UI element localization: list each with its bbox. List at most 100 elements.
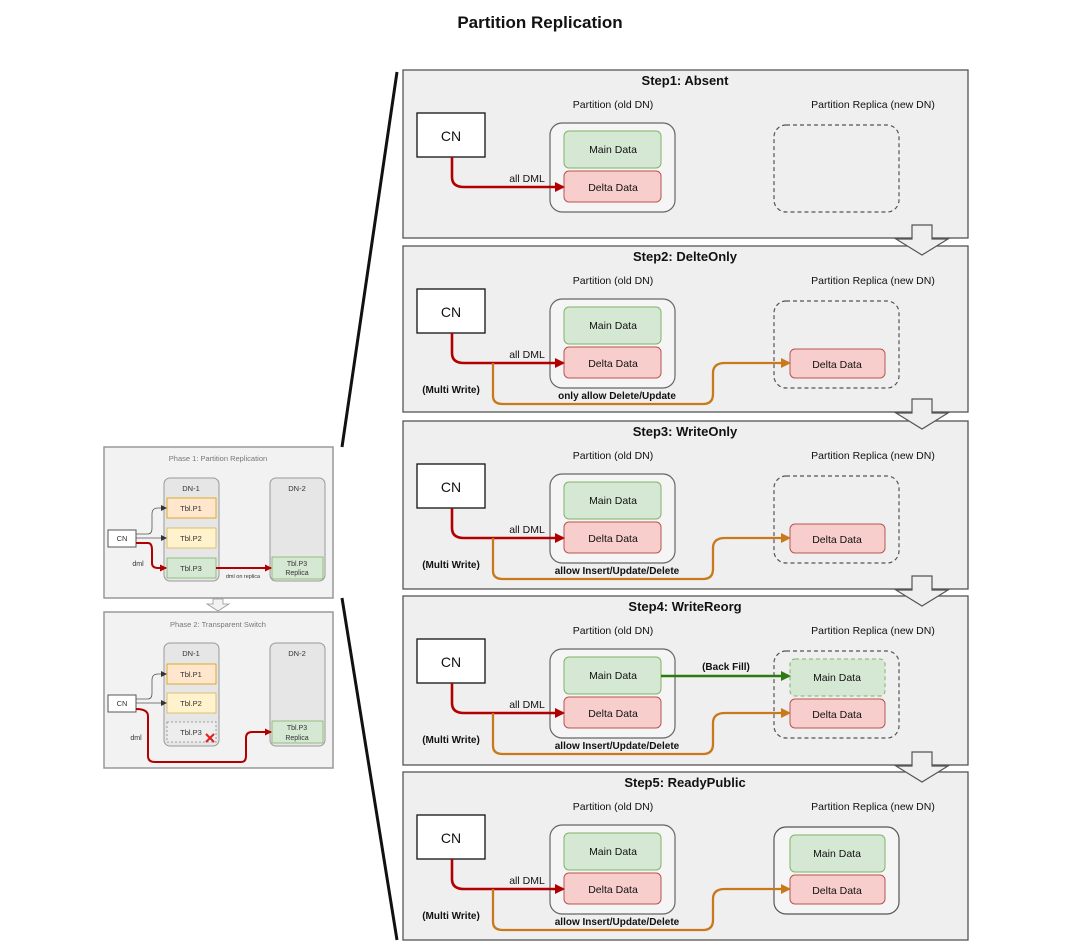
replica-delta-data-label: Delta Data xyxy=(812,885,862,897)
all-dml-arrow xyxy=(450,157,565,192)
main-data-label: Main Data xyxy=(589,320,637,332)
cn-to-p1-arrow xyxy=(136,671,167,700)
replica-delta-data-label: Delta Data xyxy=(812,359,862,371)
cn-node xyxy=(416,112,486,158)
main-data-label: Main Data xyxy=(589,670,637,682)
main-data-block xyxy=(563,832,662,871)
cn-node xyxy=(416,638,486,684)
step-title: Step1: Absent xyxy=(642,73,730,88)
phase-1-panel: Phase 1: Partition Replication DN-1 DN-2… xyxy=(103,446,334,599)
multi-write-label: (Multi Write) xyxy=(422,911,480,922)
replica-box xyxy=(773,300,900,389)
multi-write-label: (Multi Write) xyxy=(422,560,480,571)
step-title: Step4: WriteReorg xyxy=(628,599,741,614)
cn-label: CN xyxy=(117,534,128,543)
phase-title: Phase 2: Transparent Switch xyxy=(170,620,266,629)
back-fill-label: (Back Fill) xyxy=(702,662,750,673)
cn-node xyxy=(416,814,486,860)
main-data-block xyxy=(563,481,662,520)
cn-node xyxy=(107,529,137,548)
all-dml-label: all DML xyxy=(509,875,545,887)
dml-label: dml xyxy=(132,561,144,568)
partition-p2 xyxy=(166,692,217,714)
replica-box xyxy=(773,124,900,213)
dml-label: dml xyxy=(130,735,142,742)
partition-p1 xyxy=(166,663,217,685)
partition-p3-label: Tbl.P3 xyxy=(180,564,202,573)
step-panel-bg xyxy=(402,420,969,590)
dn-1-label: DN-1 xyxy=(182,484,200,493)
partition-p2-label: Tbl.P2 xyxy=(180,534,202,543)
cn-label: CN xyxy=(441,654,461,670)
main-data-block xyxy=(563,130,662,169)
main-data-label: Main Data xyxy=(589,144,637,156)
all-dml-label: all DML xyxy=(509,699,545,711)
replica-label-1: Tbl.P3 xyxy=(287,725,307,732)
replica-main-data-label: Main Data xyxy=(813,848,861,860)
partition-p2 xyxy=(166,527,217,549)
main-data-block xyxy=(563,306,662,345)
multi-write-label: (Multi Write) xyxy=(422,735,480,746)
replica-label: Partition Replica (new DN) xyxy=(811,450,935,462)
all-dml-arrow xyxy=(450,333,565,368)
partition-p1 xyxy=(166,497,217,519)
delta-data-label: Delta Data xyxy=(588,358,638,370)
replica-label: Partition Replica (new DN) xyxy=(811,99,935,111)
zoom-connector-bottom xyxy=(340,597,399,941)
cn-node xyxy=(107,694,137,713)
replica-p3 xyxy=(271,556,324,580)
replica-main-data-label: Main Data xyxy=(813,672,861,684)
partition-p1-label: Tbl.P1 xyxy=(180,504,202,513)
replica-box xyxy=(773,650,900,739)
cn-label: CN xyxy=(441,304,461,320)
partition-p2-label: Tbl.P2 xyxy=(180,699,202,708)
step-down-arrow-icon xyxy=(893,575,951,607)
dn-1-label: DN-1 xyxy=(182,649,200,658)
partition-p3-removed xyxy=(166,721,217,743)
multi-write-arrow xyxy=(491,533,791,581)
zoom-connector-top xyxy=(340,71,399,448)
delta-data-label: Delta Data xyxy=(588,884,638,896)
all-dml-label: all DML xyxy=(509,173,545,185)
delta-data-label: Delta Data xyxy=(588,533,638,545)
main-data-label: Main Data xyxy=(589,495,637,507)
cn-label: CN xyxy=(441,479,461,495)
phase-2-panel: Phase 2: Transparent Switch DN-1 DN-2 Tb… xyxy=(103,611,334,769)
dml-on-replica-label: dml on replica xyxy=(226,574,261,580)
dn-2-box xyxy=(269,477,326,582)
all-dml-label: all DML xyxy=(509,524,545,536)
replica-p3 xyxy=(271,720,324,744)
partition-p3-label: Tbl.P3 xyxy=(180,728,202,737)
cn-to-p1-arrow xyxy=(136,505,167,535)
partition-p1-label: Tbl.P1 xyxy=(180,670,202,679)
replica-delta-data-label: Delta Data xyxy=(812,709,862,721)
dn-2-box xyxy=(269,642,326,747)
step-panel-bg xyxy=(402,69,969,239)
step-down-arrow-icon xyxy=(893,751,951,783)
all-dml-label: all DML xyxy=(509,349,545,361)
all-dml-arrow xyxy=(450,859,565,894)
main-data-label: Main Data xyxy=(589,846,637,858)
delta-data-label: Delta Data xyxy=(588,182,638,194)
partition-label: Partition (old DN) xyxy=(573,801,654,813)
partition-label: Partition (old DN) xyxy=(573,450,654,462)
allow-label: allow Insert/Update/Delete xyxy=(555,741,680,752)
partition-label: Partition (old DN) xyxy=(573,625,654,637)
replica-label-2: Replica xyxy=(285,570,308,577)
replica-label-1: Tbl.P3 xyxy=(287,561,307,568)
multi-write-arrow xyxy=(491,358,791,406)
dn-2-label: DN-2 xyxy=(288,484,306,493)
replica-main-data-block xyxy=(789,834,886,873)
step-panel-bg xyxy=(402,245,969,413)
dml-arrow xyxy=(136,542,167,572)
replica-label: Partition Replica (new DN) xyxy=(811,275,935,287)
dml-arrow xyxy=(135,708,272,763)
replica-box xyxy=(773,475,900,564)
step-title: Step3: WriteOnly xyxy=(633,424,738,439)
